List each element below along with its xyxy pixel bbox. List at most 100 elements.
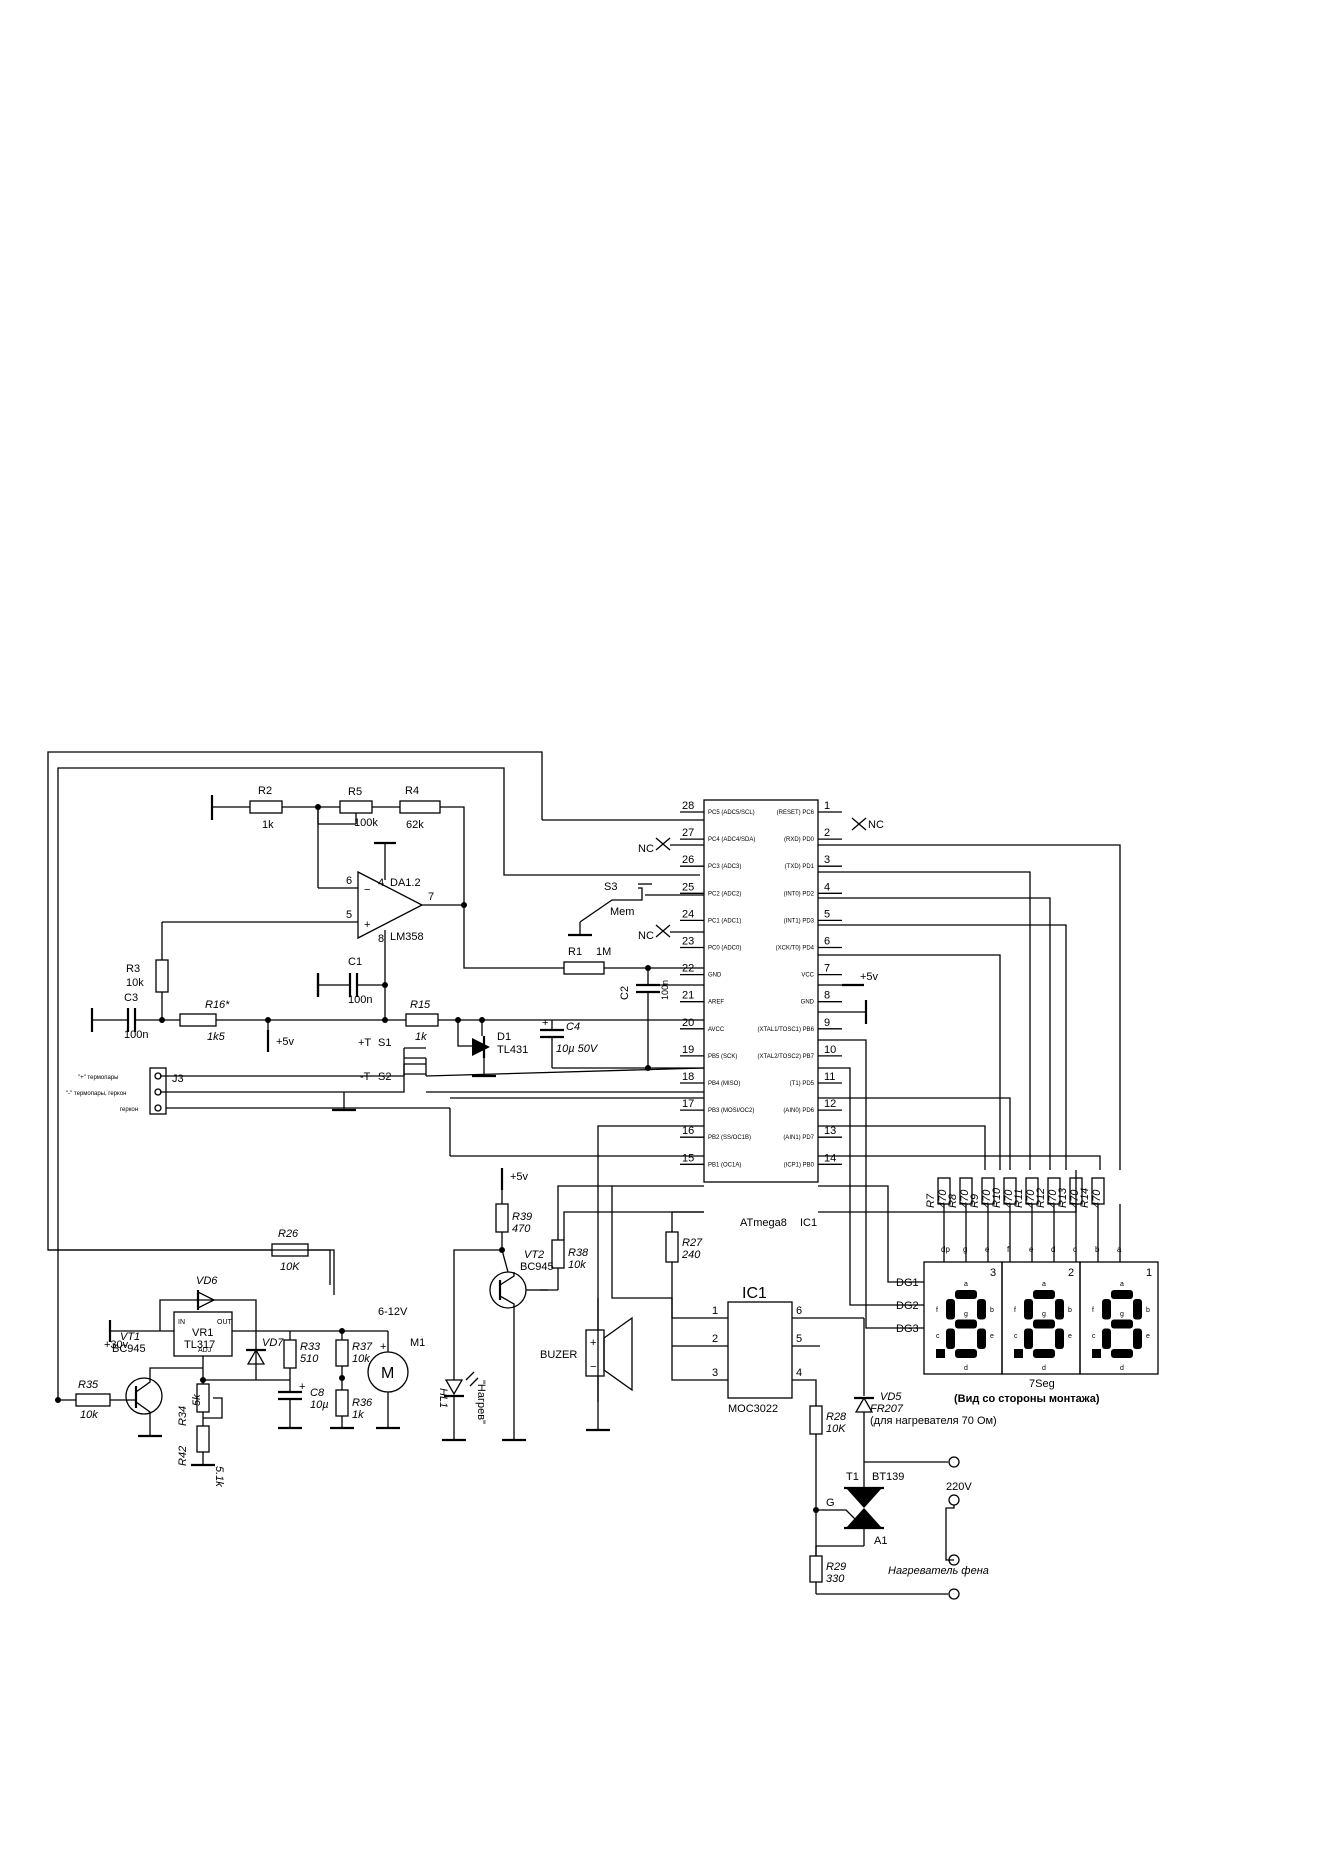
svg-text:DG1: DG1 xyxy=(896,1277,919,1289)
m1-motor: M + M1 6-12V xyxy=(342,1306,425,1430)
segment-label: e xyxy=(985,1245,990,1254)
svg-text:"Нагрев": "Нагрев" xyxy=(475,1380,487,1424)
svg-text:C3: C3 xyxy=(124,992,138,1004)
svg-text:+: + xyxy=(299,1381,305,1393)
svg-text:IN: IN xyxy=(178,1319,185,1326)
mcu-pin-number: 25 xyxy=(682,881,694,893)
svg-text:100k: 100k xyxy=(354,817,378,829)
segment xyxy=(955,1349,977,1358)
mcu-pin-name: (T1) PD5 xyxy=(790,1081,815,1087)
svg-text:1k: 1k xyxy=(262,819,274,831)
digit-number: 2 xyxy=(1068,1267,1074,1279)
segment xyxy=(1024,1328,1033,1349)
mcu-pin-name: (XTAL1/TOSC1) PB6 xyxy=(758,1027,815,1033)
svg-text:7Seg: 7Seg xyxy=(1029,1378,1055,1390)
svg-text:S2: S2 xyxy=(378,1071,391,1083)
segment-letter: a xyxy=(1042,1281,1046,1288)
svg-text:1k5: 1k5 xyxy=(207,1031,226,1043)
svg-text:A1: A1 xyxy=(874,1535,887,1547)
segment-letter: e xyxy=(1146,1333,1150,1340)
svg-text:+30v: +30v xyxy=(104,1339,129,1351)
r28-resistor: R28 10K xyxy=(809,1379,847,1556)
mcu-pin-name: AVCC xyxy=(708,1027,725,1033)
mcu-to-display-wiring xyxy=(450,844,1121,1402)
svg-text:D1: D1 xyxy=(497,1031,511,1043)
mcu-pin-name: PB2 (SS/OC1B) xyxy=(708,1135,751,1141)
segment-resistor-value: 470 xyxy=(1047,1189,1059,1208)
mcu-pin-number: 19 xyxy=(682,1044,694,1056)
svg-text:DG3: DG3 xyxy=(896,1323,919,1335)
segment-letter: g xyxy=(1120,1311,1124,1318)
mcu-pin-name: (ICP1) PB0 xyxy=(784,1162,815,1168)
decimal-point xyxy=(1092,1349,1101,1358)
svg-text:R27: R27 xyxy=(682,1237,703,1249)
mcu-pin-number: 17 xyxy=(682,1098,694,1110)
s2-switch: -T S2 xyxy=(160,1063,704,1112)
segment-resistor-ref: R14 xyxy=(1079,1188,1091,1208)
svg-text:C8: C8 xyxy=(310,1387,325,1399)
segment-letter: d xyxy=(1042,1365,1046,1372)
svg-text:HL1: HL1 xyxy=(437,1388,449,1408)
svg-text:10K: 10K xyxy=(280,1261,300,1273)
mcu-pin-name: PC1 (ADC1) xyxy=(708,918,741,924)
svg-text:-T: -T xyxy=(360,1071,371,1083)
svg-text:R34: R34 xyxy=(177,1406,189,1426)
mcu-power: +5v xyxy=(818,971,879,1024)
svg-text:VD6: VD6 xyxy=(196,1275,218,1287)
svg-text:100n: 100n xyxy=(348,994,372,1006)
segment xyxy=(1033,1319,1055,1329)
svg-text:BUZER: BUZER xyxy=(540,1349,577,1361)
opamp-lm358: 4 DA1.2 6 5 7 − + 8 LM358 xyxy=(162,807,467,985)
r26-resistor: R26 10K xyxy=(48,1228,335,1295)
segment-resistor-ref: R10 xyxy=(991,1187,1003,1208)
segment-resistor-ref: R8 xyxy=(947,1193,959,1208)
segment-label: d xyxy=(1051,1245,1055,1254)
t1-triac: G T1 BT139 A1 xyxy=(816,1456,960,1547)
segment xyxy=(1055,1299,1064,1320)
mcu-pin-name: (AIN1) PD7 xyxy=(783,1135,814,1141)
svg-text:TL431: TL431 xyxy=(497,1044,528,1056)
vr1-regulator: IN OUT ADJ VR1 TL317 +30v xyxy=(104,1311,342,1383)
mcu-pin-number: 11 xyxy=(824,1071,835,1083)
svg-text:VD5: VD5 xyxy=(880,1391,902,1403)
svg-text:(для нагревателя 70 Ом): (для нагревателя 70 Ом) xyxy=(870,1415,997,1427)
svg-text:5k: 5k xyxy=(191,1394,203,1406)
heater-mains: 220V Нагреватель фена xyxy=(888,1481,989,1577)
svg-text:FR207: FR207 xyxy=(870,1403,904,1415)
mcu-pin-name: AREF xyxy=(708,1000,724,1006)
digit-number: 3 xyxy=(990,1267,996,1279)
mcu-pin-name: PC2 (ADC2) xyxy=(708,891,741,897)
svg-text:5: 5 xyxy=(796,1333,802,1345)
c1-capacitor: C1 100n xyxy=(316,956,388,1020)
segment-letter: e xyxy=(990,1333,994,1340)
svg-text:+5v: +5v xyxy=(860,971,879,983)
s3-switch: S3 Mem xyxy=(568,881,704,937)
segment xyxy=(1033,1349,1055,1358)
svg-text:"+" термопары: "+" термопары xyxy=(78,1075,118,1081)
svg-text:1M: 1M xyxy=(596,946,611,958)
svg-text:IC1: IC1 xyxy=(800,1217,817,1229)
segment-letter: c xyxy=(1014,1333,1018,1340)
mcu-pin-number: 6 xyxy=(824,936,830,948)
svg-text:R39: R39 xyxy=(512,1211,532,1223)
svg-text:R16*: R16* xyxy=(205,999,230,1011)
svg-text:R26: R26 xyxy=(278,1228,299,1240)
svg-text:M: M xyxy=(381,1365,394,1382)
svg-text:220V: 220V xyxy=(946,1481,972,1493)
mcu-pin-number: 18 xyxy=(682,1071,694,1083)
svg-text:10K: 10K xyxy=(826,1423,846,1435)
mcu-pin-number: 7 xyxy=(824,963,830,975)
svg-text:470: 470 xyxy=(512,1223,531,1235)
svg-text:C4: C4 xyxy=(566,1021,580,1033)
mcu-pin-name: PC5 (ADC5/SCL) xyxy=(708,810,755,816)
mcu-pin-number: 23 xyxy=(682,936,694,948)
svg-text:6: 6 xyxy=(346,875,352,887)
svg-text:VD7: VD7 xyxy=(262,1337,284,1349)
segment-letter: d xyxy=(964,1365,968,1372)
svg-text:NC: NC xyxy=(638,843,654,855)
segment-letter: b xyxy=(1146,1307,1150,1314)
svg-text:10µ: 10µ xyxy=(310,1399,329,1411)
segment-label: b xyxy=(1095,1245,1100,1254)
